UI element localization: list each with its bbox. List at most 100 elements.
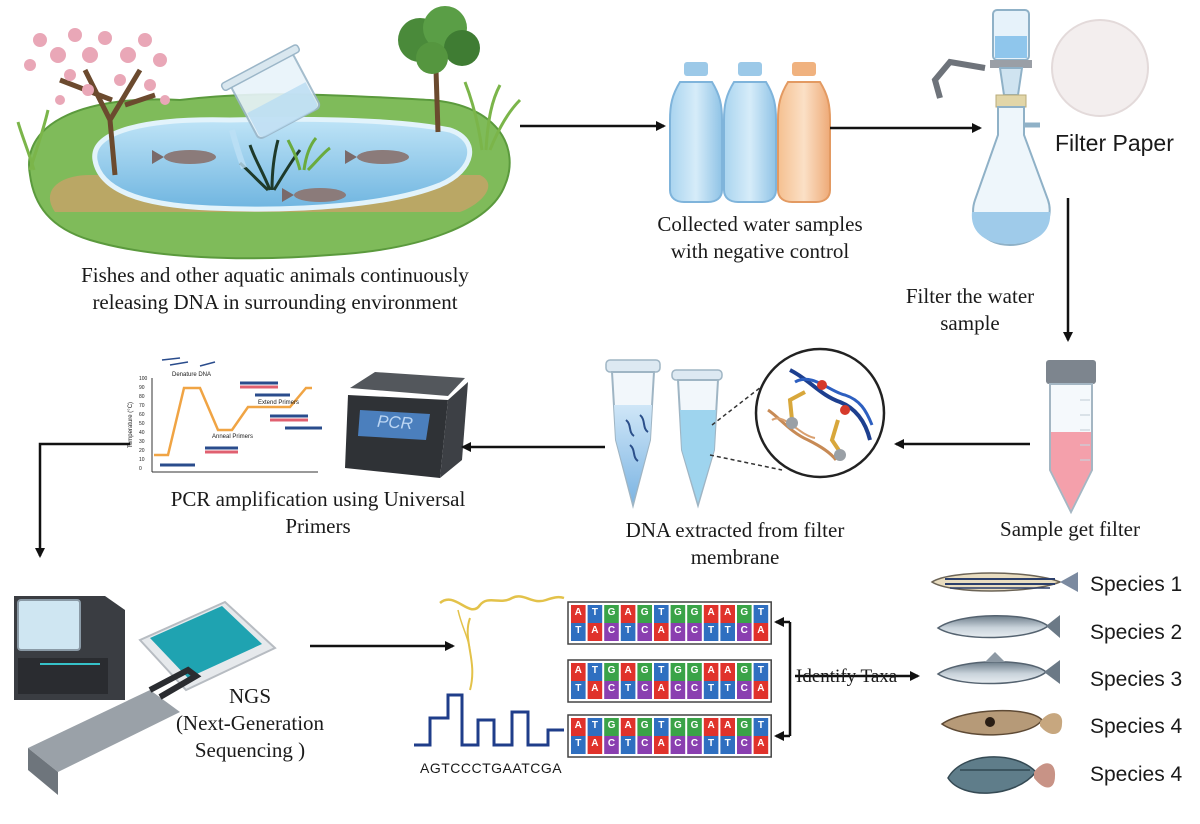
dna-base-cell [720, 718, 735, 736]
dna-base-cell [604, 605, 619, 623]
dna-base-cell [737, 736, 752, 754]
dna-base-letter: G [691, 665, 699, 676]
pcr-graph-tick-label: 80 [139, 394, 145, 400]
fish-species-4a [940, 709, 1063, 736]
falcon-tube [1046, 360, 1096, 515]
dna-base-cell [604, 718, 619, 736]
dna-base-letter: A [624, 607, 631, 618]
dna-base-cell [571, 605, 586, 623]
dna-base-cell [753, 623, 769, 641]
dna-base-letter: A [757, 625, 764, 636]
green-tree [398, 6, 480, 133]
dna-base-letter: T [625, 738, 631, 749]
dna-base-letter: T [708, 683, 714, 694]
dna-base-cell [571, 718, 586, 736]
dna-base-cell [670, 681, 686, 699]
dna-base-letter: G [608, 665, 616, 676]
dna-base-cell [687, 663, 702, 681]
dna-base-letter: A [707, 720, 714, 731]
dna-base-cell [637, 718, 652, 736]
dna-base-letter: G [691, 720, 699, 731]
ngs-tablet [138, 600, 277, 692]
dna-base-letter: T [575, 738, 581, 749]
dna-base-letter: G [691, 607, 699, 618]
dna-base-cell [737, 623, 752, 641]
dna-base-letter: C [674, 625, 681, 636]
dna-base-cell [720, 663, 735, 681]
pcr-graph-ylabel: Temperature (°C) [128, 401, 135, 449]
dna-base-cell [654, 623, 669, 641]
pcr-graph-tick-label: 40 [139, 430, 145, 436]
flow-arrows [35, 121, 1073, 681]
fish-species-4b [947, 756, 1056, 794]
dna-base-letter: A [724, 607, 731, 618]
dna-extracted-caption-line-1: DNA extracted from filter [625, 518, 845, 542]
dna-base-cell [571, 623, 586, 641]
dna-base-cell [620, 736, 636, 754]
dna-base-cell [604, 736, 619, 754]
dna-base-letter: T [625, 625, 631, 636]
dna-base-letter: T [592, 665, 598, 676]
dna-base-cell [720, 736, 735, 754]
dna-base-letter: C [691, 625, 698, 636]
pond-fish-3 [282, 188, 346, 202]
dna-base-letter: G [674, 720, 682, 731]
dna-base-letter: C [674, 738, 681, 749]
dna-base-cell [753, 605, 769, 623]
dna-base-cell [571, 681, 586, 699]
dna-base-cell [687, 623, 702, 641]
dna-base-letter: G [674, 665, 682, 676]
tube-filtrate [671, 369, 723, 509]
dna-base-cell [587, 681, 603, 699]
dna-base-cell [637, 623, 652, 641]
dna-base-cell [587, 718, 603, 736]
dna-base-letter: A [658, 738, 665, 749]
dna-base-cell [654, 718, 669, 736]
dna-base-letter: C [741, 625, 748, 636]
dna-base-cell [703, 736, 719, 754]
pcr-graph [151, 357, 322, 473]
species-label-2: Species 2 [1090, 621, 1183, 644]
dna-base-cell [703, 623, 719, 641]
dna-base-cell [587, 623, 603, 641]
dna-base-letter: G [608, 607, 616, 618]
dna-base-letter: G [740, 665, 748, 676]
dna-base-letter: G [641, 720, 649, 731]
dna-base-letter: C [641, 738, 648, 749]
ngs-caption-line-3: Sequencing ) [194, 738, 306, 762]
dna-base-cell [753, 663, 769, 681]
dna-base-letter: T [575, 683, 581, 694]
dna-base-cell [637, 605, 652, 623]
dna-base-cell [720, 681, 735, 699]
dna-base-cell [687, 736, 702, 754]
identify-bracket [774, 617, 792, 741]
dna-base-letter: G [740, 607, 748, 618]
dna-base-letter: C [641, 625, 648, 636]
filter-paper-label: Filter Paper [1055, 130, 1174, 156]
dna-base-letter: A [575, 607, 582, 618]
water-bottles [669, 62, 831, 203]
pouring-beaker [220, 44, 321, 139]
pond-fish-1 [152, 150, 216, 164]
dna-base-letter: A [658, 683, 665, 694]
fish-species-2 [936, 615, 1060, 639]
dna-base-letter: C [741, 738, 748, 749]
species-label-4: Species 4 [1090, 715, 1183, 738]
pcr-graph-extend: Extend Primers [258, 400, 300, 406]
filter-flask-apparatus [931, 9, 1051, 247]
dna-base-cell [654, 663, 669, 681]
reeds [16, 81, 522, 171]
filter-water-caption-line-2: sample [940, 311, 1000, 335]
bottle-2 [723, 62, 777, 203]
dna-base-cell [670, 736, 686, 754]
dna-base-cell [687, 718, 702, 736]
pcr-graph-tick-label: 0 [139, 466, 142, 472]
dna-base-cell [604, 663, 619, 681]
dna-extracted-caption-line-2: membrane [690, 545, 780, 569]
dna-base-letter: C [741, 683, 748, 694]
dna-base-letter: A [575, 720, 582, 731]
fish-zebrafish [930, 572, 1078, 592]
dna-base-letter: C [691, 683, 698, 694]
dna-base-letter: A [724, 665, 731, 676]
